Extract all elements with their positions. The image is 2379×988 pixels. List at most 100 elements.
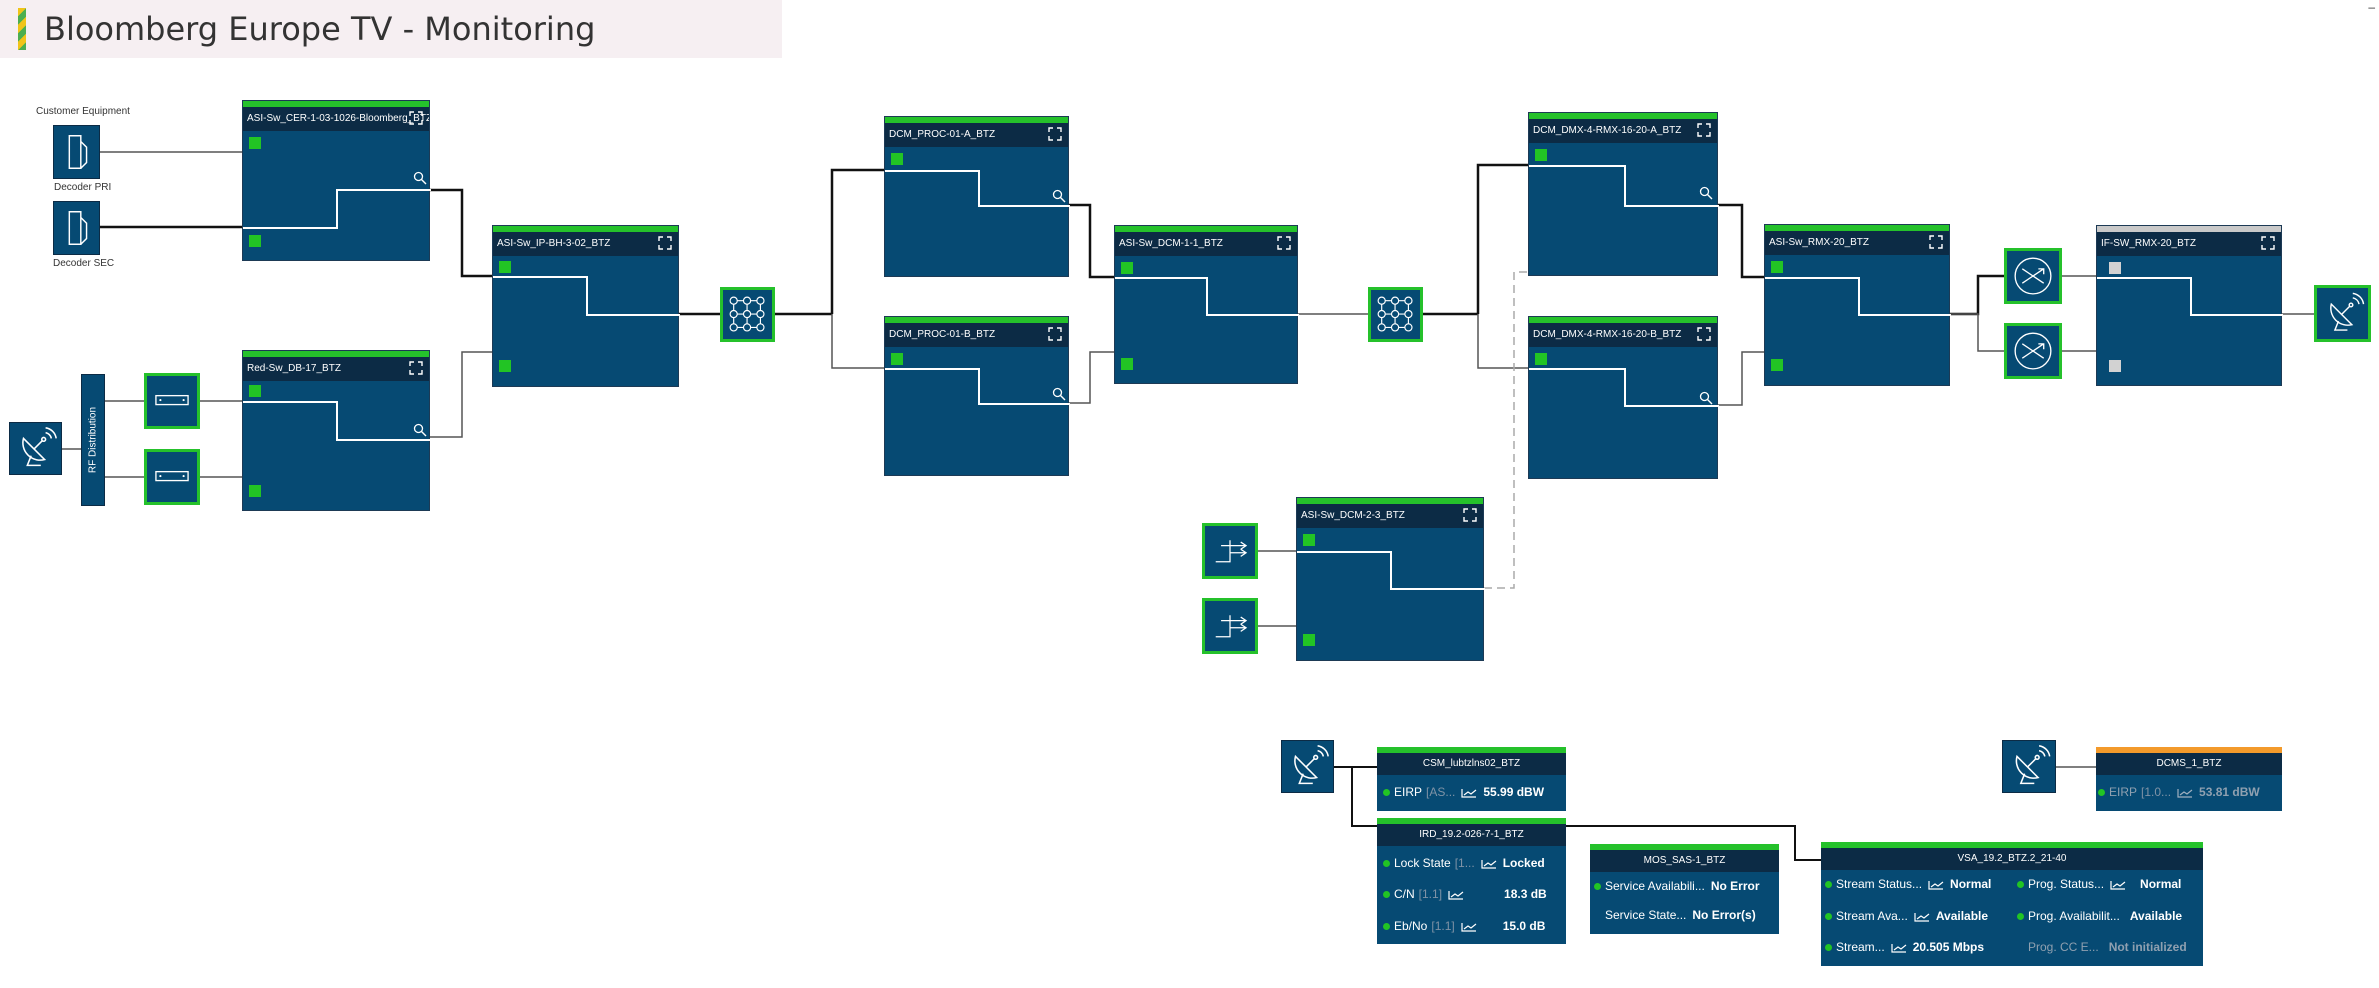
- input-port-2[interactable]: [249, 485, 261, 497]
- metric-source: [1.0...: [2141, 785, 2172, 799]
- expand-icon[interactable]: [1697, 327, 1711, 341]
- metric-row[interactable]: EIRP[1.0...53.81 dBW: [2098, 784, 2260, 800]
- monitoring-dish-icon[interactable]: [1281, 740, 1334, 793]
- trend-chart-icon[interactable]: [1481, 859, 1497, 869]
- trend-chart-icon[interactable]: [1461, 922, 1477, 932]
- node-dcm-dmx-b[interactable]: DCM_DMX-4-RMX-16-20-B_BTZ: [1528, 316, 1719, 479]
- search-icon[interactable]: [1052, 387, 1066, 401]
- metric-row[interactable]: Eb/No[1.1]15.0 dB: [1383, 918, 1545, 934]
- metric-row[interactable]: Stream...20.505 Mbps: [1825, 939, 1984, 955]
- search-icon[interactable]: [1699, 186, 1713, 200]
- expand-icon[interactable]: [1048, 327, 1062, 341]
- signal-path: [2097, 277, 2283, 316]
- monitor-mos[interactable]: MOS_SAS-1_BTZ Service Availabili...No Er…: [1590, 844, 1779, 934]
- input-port-1[interactable]: [891, 153, 903, 165]
- metric-row[interactable]: Stream Ava...Available: [1825, 908, 1988, 924]
- trend-chart-icon[interactable]: [1461, 788, 1477, 798]
- expand-icon[interactable]: [409, 361, 423, 375]
- input-port-1[interactable]: [1121, 262, 1133, 274]
- decoder-sec-icon[interactable]: [53, 201, 100, 255]
- trend-chart-icon[interactable]: [2110, 880, 2126, 890]
- metric-row[interactable]: Service Availabili...No Error: [1594, 878, 1760, 894]
- status-bar: [1529, 113, 1717, 119]
- trend-chart-icon[interactable]: [2177, 788, 2193, 798]
- metric-row[interactable]: Service State...No Error(s): [1605, 907, 1756, 923]
- metric-row[interactable]: Lock State[1...Locked: [1383, 855, 1545, 871]
- input-port-1[interactable]: [1535, 353, 1547, 365]
- search-icon[interactable]: [1699, 391, 1713, 405]
- expand-icon[interactable]: [409, 111, 423, 125]
- metric-row[interactable]: Stream Status...Normal: [1825, 876, 1991, 892]
- monitor-title: IRD_19.2-026-7-1_BTZ: [1377, 824, 1566, 846]
- node-dcm-proc-a[interactable]: DCM_PROC-01-A_BTZ: [884, 116, 1070, 277]
- input-port-2[interactable]: [1121, 358, 1133, 370]
- expand-icon[interactable]: [1277, 236, 1291, 250]
- satellite-dish-icon[interactable]: [9, 422, 62, 475]
- input-port-2[interactable]: [2109, 360, 2121, 372]
- if-switch-a-icon[interactable]: [2004, 248, 2062, 304]
- receiver-box-1-icon[interactable]: [144, 373, 200, 429]
- input-port-1[interactable]: [1303, 534, 1315, 546]
- node-red-sw[interactable]: Red-Sw_DB-17_BTZ: [242, 350, 431, 511]
- expand-icon[interactable]: [2261, 236, 2275, 250]
- node-asi-cer[interactable]: ASI-Sw_CER-1-03-1026-Bloomberg_BTZ: [242, 100, 431, 261]
- input-port-1[interactable]: [249, 137, 261, 149]
- search-icon[interactable]: [413, 423, 427, 437]
- metric-value: 15.0 dB: [1502, 919, 1546, 933]
- input-port-2[interactable]: [249, 235, 261, 247]
- trend-chart-icon[interactable]: [1448, 890, 1464, 900]
- decoder-pri-icon[interactable]: [53, 125, 100, 179]
- rf-distribution[interactable]: RF Distribution: [81, 374, 105, 506]
- status-bar: [243, 351, 429, 357]
- metric-row[interactable]: EIRP[AS...55.99 dBW: [1383, 784, 1544, 800]
- metric-row[interactable]: C/N[1.1]18.3 dB: [1383, 886, 1547, 902]
- node-dcm-proc-b[interactable]: DCM_PROC-01-B_BTZ: [884, 316, 1070, 476]
- trend-chart-icon[interactable]: [1914, 912, 1930, 922]
- monitor-title: CSM_lubtzlns02_BTZ: [1377, 753, 1566, 775]
- receiver-box-2-icon[interactable]: [144, 449, 200, 505]
- metric-row[interactable]: Prog. Status...Normal: [2017, 876, 2181, 892]
- input-port-1[interactable]: [249, 385, 261, 397]
- node-asi-ip[interactable]: ASI-Sw_IP-BH-3-02_BTZ: [492, 225, 680, 387]
- monitor-vsa[interactable]: VSA_19.2_BTZ.2_21-40 Stream Status...Nor…: [1821, 842, 2203, 966]
- encoder-1-icon[interactable]: [1202, 523, 1258, 579]
- metric-source: [1.1]: [1431, 919, 1455, 933]
- expand-icon[interactable]: [1463, 508, 1477, 522]
- input-port-1[interactable]: [1771, 261, 1783, 273]
- expand-icon[interactable]: [1929, 235, 1943, 249]
- trend-chart-icon[interactable]: [1891, 943, 1907, 953]
- input-port-2[interactable]: [1771, 359, 1783, 371]
- ip-network-hub-1-icon[interactable]: [720, 287, 775, 342]
- status-dot: [1383, 789, 1390, 797]
- expand-icon[interactable]: [1697, 123, 1711, 137]
- metric-label: Lock State: [1394, 856, 1451, 870]
- trend-chart-icon[interactable]: [1928, 880, 1944, 890]
- node-asi-rmx[interactable]: ASI-Sw_RMX-20_BTZ: [1764, 224, 1951, 386]
- monitor-dcms[interactable]: DCMS_1_BTZ EIRP[1.0...53.81 dBW: [2096, 747, 2282, 811]
- encoder-2-icon[interactable]: [1202, 598, 1258, 654]
- expand-icon[interactable]: [1048, 127, 1062, 141]
- node-asi-dcm-2-3[interactable]: ASI-Sw_DCM-2-3_BTZ: [1296, 497, 1485, 661]
- metric-value: No Error: [1710, 879, 1760, 893]
- expand-icon[interactable]: [658, 236, 672, 250]
- input-port-2[interactable]: [1303, 634, 1315, 646]
- if-switch-b-icon[interactable]: [2004, 323, 2062, 379]
- monitor-csm[interactable]: CSM_lubtzlns02_BTZ EIRP[AS...55.99 dBW: [1377, 747, 1566, 811]
- search-icon[interactable]: [1052, 189, 1066, 203]
- node-if-sw[interactable]: IF-SW_RMX-20_BTZ: [2096, 225, 2283, 386]
- uplink-dish-icon[interactable]: [2314, 285, 2371, 342]
- search-icon[interactable]: [413, 171, 427, 185]
- metric-row[interactable]: Prog. CC E...Not initialized: [2028, 939, 2187, 955]
- monitor-ird[interactable]: IRD_19.2-026-7-1_BTZ Lock State[1...Lock…: [1377, 818, 1566, 944]
- metric-row[interactable]: Prog. Availabilit...Available: [2017, 908, 2182, 924]
- dcms-dish-icon[interactable]: [2002, 740, 2056, 793]
- input-port-1[interactable]: [1535, 149, 1547, 161]
- input-port-2[interactable]: [499, 360, 511, 372]
- input-port-1[interactable]: [891, 353, 903, 365]
- status-dot: [2017, 881, 2024, 889]
- ip-network-hub-2-icon[interactable]: [1368, 287, 1423, 342]
- input-port-1[interactable]: [499, 261, 511, 273]
- input-port-1[interactable]: [2109, 262, 2121, 274]
- node-asi-dcm-1-1[interactable]: ASI-Sw_DCM-1-1_BTZ: [1114, 225, 1299, 384]
- node-dcm-dmx-a[interactable]: DCM_DMX-4-RMX-16-20-A_BTZ: [1528, 112, 1719, 276]
